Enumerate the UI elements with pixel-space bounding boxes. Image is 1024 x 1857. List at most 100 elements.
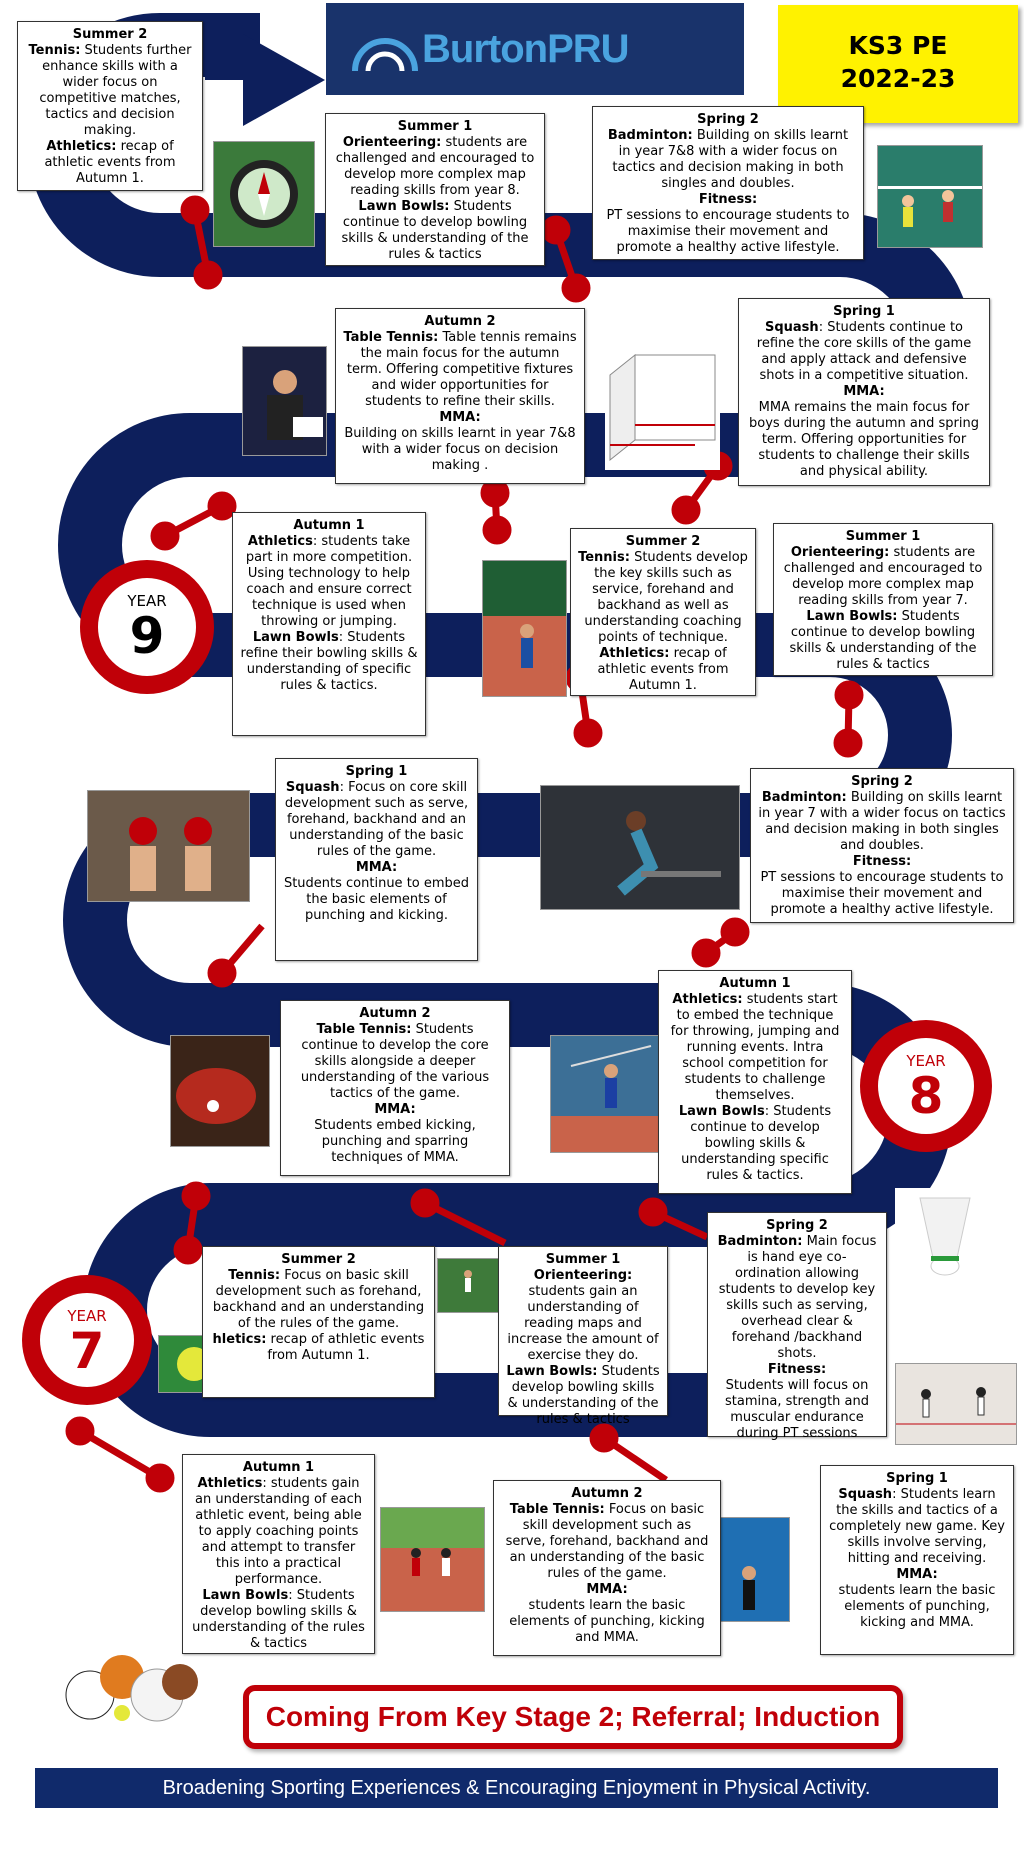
term-title: Autumn 1 (719, 976, 791, 991)
subject-name: Lawn Bowls (678, 1104, 765, 1119)
title-line-1: KS3 PE (848, 31, 948, 60)
y8-summer1-box: Summer 1 Orienteering: students are chal… (773, 523, 993, 676)
subject-name: Table Tennis: (343, 330, 439, 345)
start-banner: Coming From Key Stage 2; Referral; Induc… (243, 1685, 903, 1749)
subject-name: Fitness: (698, 192, 758, 207)
term-title: Autumn 1 (242, 1460, 315, 1475)
subject-text: students learn the basic elements of pun… (509, 1598, 705, 1645)
subject-text: Focus on basic skill development such as… (505, 1502, 709, 1581)
y9-summer2-box: Summer 2 Tennis: Students further enhanc… (17, 21, 203, 191)
subject-name: Athletics (247, 534, 313, 549)
sports-balls-icon (62, 1637, 212, 1727)
subject-name: Fitness: (767, 1362, 827, 1377)
subject-name: Lawn Bowls (252, 630, 339, 645)
subject-text: Table tennis remains the main focus for … (346, 330, 577, 409)
y8-spring1-box: Spring 1 Squash: Focus on core skill dev… (275, 758, 478, 961)
term-title: Autumn 2 (359, 1006, 431, 1021)
subject-name: Tennis: (578, 550, 630, 565)
subject-text: Students develop the key skills such as … (584, 550, 748, 645)
subject-text: students gain an understanding of readin… (507, 1284, 659, 1363)
subject-name: Orienteering: (533, 1268, 633, 1283)
term-title: Summer 2 (625, 534, 701, 549)
subject-text: Students further enhance skills with a w… (39, 43, 192, 138)
subject-name: Athletics (197, 1476, 263, 1491)
term-title: Spring 1 (886, 1471, 948, 1486)
subject-name: MMA: (896, 1567, 938, 1582)
subject-name: Tennis: (228, 1268, 281, 1283)
y8-spring2-box: Spring 2 Badminton: Building on skills l… (750, 768, 1014, 923)
subject-text: recap of athletic events from Autumn 1. (267, 1332, 425, 1363)
subject-text: recap of athletic events from Autumn 1. (44, 139, 176, 186)
subject-text: : Students refine their bowling skills &… (240, 630, 418, 693)
y9-autumn2-box: Autumn 2 Table Tennis: Table tennis rema… (335, 308, 585, 484)
subject-text: MMA remains the main focus for boys duri… (749, 400, 979, 479)
subject-text: PT sessions to encourage students to max… (760, 870, 1004, 917)
y8-summer2-box: Summer 2 Tennis: Students develop the ke… (570, 528, 756, 696)
y9-spring2-box: Spring 2 Badminton: Building on skills l… (592, 106, 864, 260)
subject-text: Main focus is hand eye co-ordination all… (718, 1234, 877, 1361)
y7-spring1-box: Spring 1 Squash: Students learn the skil… (820, 1465, 1014, 1655)
term-title: Summer 2 (72, 27, 148, 42)
fitness-woman-icon (540, 785, 740, 910)
subject-name: Badminton: (717, 1234, 803, 1249)
subject-text: Focus on basic skill development such as… (212, 1268, 425, 1331)
subject-text: : Students develop bowling skills & unde… (192, 1588, 365, 1651)
subject-text: Students will focus on stamina, strength… (725, 1378, 869, 1441)
shuttlecock-icon (895, 1188, 995, 1296)
subject-text: : Students continue to develop bowling s… (681, 1104, 832, 1183)
compass-icon (213, 141, 315, 247)
subject-name: MMA: (355, 860, 398, 875)
term-title: Summer 1 (397, 119, 473, 134)
y7-spring2-box: Spring 2 Badminton: Main focus is hand e… (707, 1212, 887, 1441)
term-title: Summer 2 (281, 1252, 356, 1267)
table-tennis-paddle-icon (170, 1035, 270, 1147)
subject-text: Students continue to develop the core sk… (300, 1022, 490, 1101)
term-title: Spring 2 (851, 774, 913, 789)
y7-autumn2-box: Autumn 2 Table Tennis: Focus on basic sk… (493, 1480, 721, 1656)
subject-name: Squash (285, 780, 340, 795)
subject-text: Students develop bowling skills & unders… (507, 1364, 660, 1427)
year-9-number: 9 (129, 607, 165, 665)
start-banner-text: Coming From Key Stage 2; Referral; Induc… (265, 1701, 881, 1732)
subject-text: students are challenged and encouraged t… (335, 135, 535, 198)
tennis-player-icon (482, 560, 567, 697)
term-title: Summer 1 (845, 529, 921, 544)
runners-track-icon (380, 1507, 485, 1612)
term-title: Spring 2 (697, 112, 759, 127)
subject-name: Lawn Bowls (202, 1588, 289, 1603)
header-arrow (205, 34, 325, 126)
subject-name: Tennis: (28, 43, 81, 58)
term-title: Spring 1 (345, 764, 408, 779)
subject-text: : Students continue to refine the core s… (756, 320, 972, 383)
tennis-court-small-icon (437, 1258, 499, 1313)
y8-autumn2-box: Autumn 2 Table Tennis: Students continue… (280, 1000, 510, 1176)
logo-banner: BurtonPRU (326, 3, 744, 95)
title-line-2: 2022-23 (840, 64, 956, 93)
subject-text: : students take part in more competition… (245, 534, 413, 629)
y9-autumn1-box: Autumn 1 Athletics: students take part i… (232, 512, 426, 736)
squash-court-diagram-icon (605, 345, 720, 470)
subject-name: Table Tennis: (509, 1502, 605, 1517)
footer-banner: Broadening Sporting Experiences & Encour… (35, 1768, 998, 1808)
subject-name: Athletics: (599, 646, 670, 661)
footer-text: Broadening Sporting Experiences & Encour… (162, 1777, 871, 1799)
y7-summer2-box: Summer 2 Tennis: Focus on basic skill de… (202, 1246, 435, 1398)
subject-name: Lawn Bowls: (806, 609, 898, 624)
subject-name: Orienteering: (342, 135, 442, 150)
subject-name: hletics: (212, 1332, 267, 1347)
subject-text: Building on skills learnt in year 7&8 wi… (344, 426, 576, 473)
badminton-players-icon (877, 145, 983, 248)
subject-name: MMA: (843, 384, 885, 399)
year-9-label: YEAR (127, 592, 167, 610)
subject-name: Table Tennis: (316, 1022, 412, 1037)
subject-name: Lawn Bowls: (358, 199, 450, 214)
subject-name: Squash (838, 1487, 893, 1502)
subject-name: Fitness: (852, 854, 912, 869)
subject-text: Students continue to embed the basic ele… (283, 876, 470, 923)
subject-text: Students continue to develop bowling ski… (789, 609, 977, 672)
term-title: Spring 2 (766, 1218, 828, 1233)
year-8-number: 8 (908, 1067, 944, 1125)
subject-text: students are challenged and encouraged t… (783, 545, 983, 608)
